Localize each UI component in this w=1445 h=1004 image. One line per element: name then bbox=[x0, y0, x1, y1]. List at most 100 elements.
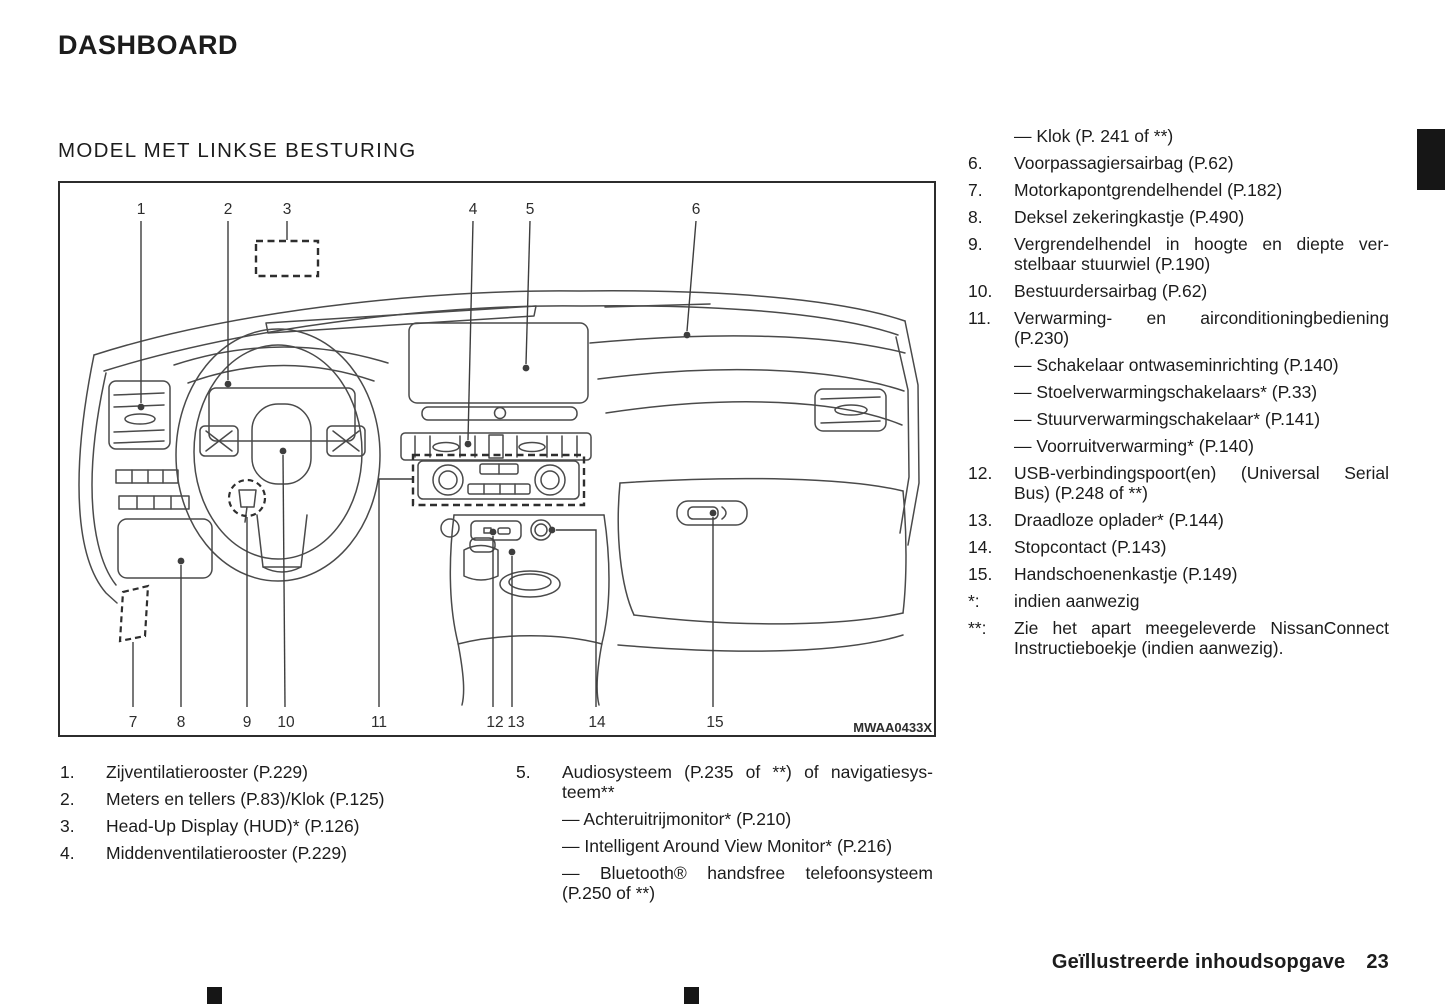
legend-item: — Stuurverwarmingschakelaar* (P.141) bbox=[968, 409, 1389, 429]
lower-dash-panels bbox=[115, 469, 213, 579]
dashboard-diagram: 1 2 3 4 5 6 7 8 9 10 11 12 13 14 15 MWAA… bbox=[78, 201, 933, 735]
item-text-line: — Stuurverwarmingschakelaar* (P.141) bbox=[1014, 409, 1321, 429]
item-text-line: — Intelligent Around View Monitor* (P.21… bbox=[562, 836, 893, 856]
item-text-line: Zijventilatierooster (P.229) bbox=[106, 762, 308, 782]
leader-dots bbox=[137, 331, 717, 565]
chapter-tab-marker bbox=[1417, 129, 1445, 190]
legend-item: 13. Draadloze oplader* (P.144) bbox=[968, 510, 1389, 530]
legend-item: — Achteruitrijmonitor* (P.210) bbox=[516, 809, 933, 829]
item-number: **: bbox=[968, 618, 987, 638]
legend-item: 6. Voorpassagiersairbag (P.62) bbox=[968, 153, 1389, 173]
callout-numbers: 1 2 3 4 5 6 7 8 9 10 11 12 13 14 15 MWAA… bbox=[129, 201, 933, 735]
item-number: *: bbox=[968, 591, 980, 611]
callout-number: 2 bbox=[224, 201, 233, 218]
page-title: DASHBOARD bbox=[58, 30, 238, 60]
callout-number: 7 bbox=[129, 714, 138, 731]
legend-item: 12. USB-verbindingspoort(en) (Universal … bbox=[968, 463, 1389, 503]
legend-item: — Voorruitverwarming* (P.140) bbox=[968, 436, 1389, 456]
glovebox bbox=[617, 477, 907, 625]
callout-number: 4 bbox=[469, 201, 478, 218]
callout-number: 11 bbox=[371, 714, 387, 731]
center-vent bbox=[400, 432, 592, 461]
item-text-line: indien aanwezig bbox=[1014, 591, 1140, 611]
climate-control-panel bbox=[417, 460, 580, 500]
legend-item: — Stoelverwarmingschakelaars* (P.33) bbox=[968, 382, 1389, 402]
hud-dashed-box bbox=[254, 239, 320, 278]
item-text-line: Draadloze oplader* (P.144) bbox=[1014, 510, 1224, 530]
item-text-line: Meters en tellers (P.83)/Klok (P.125) bbox=[106, 789, 385, 809]
footwell-dashed-box bbox=[118, 584, 150, 643]
callout-number: 6 bbox=[692, 201, 701, 218]
callout-number: 5 bbox=[526, 201, 535, 218]
callout-number: 12 bbox=[486, 714, 503, 731]
item-number: 15. bbox=[968, 564, 993, 584]
item-number: 4. bbox=[60, 843, 75, 863]
item-text-line: teem** bbox=[562, 782, 615, 802]
stalk-dashed-circle bbox=[227, 478, 267, 518]
legend-item: 4. Middenventilatierooster (P.229) bbox=[60, 843, 500, 863]
legend-note: *: indien aanwezig bbox=[968, 591, 1389, 611]
item-number: 5. bbox=[516, 762, 531, 782]
item-text-line: Instructieboekje (indien aanwezig). bbox=[1014, 638, 1284, 658]
legend-column-right: — Klok (P. 241 of **) 6. Voorpassagiersa… bbox=[968, 126, 1389, 665]
item-number: 13. bbox=[968, 510, 993, 530]
steering-wheel bbox=[175, 328, 381, 582]
print-registration-mark bbox=[207, 987, 222, 1004]
center-console bbox=[440, 514, 610, 706]
legend-item: 7. Motorkapontgrendelhendel (P.182) bbox=[968, 180, 1389, 200]
legend-item: 14. Stopcontact (P.143) bbox=[968, 537, 1389, 557]
item-text-line: Vergrendelhendel in hoogte en diepte ver… bbox=[1014, 234, 1389, 254]
dashboard-figure: 1 2 3 4 5 6 7 8 9 10 11 12 13 14 15 MWAA… bbox=[58, 181, 936, 737]
legend-item: 10. Bestuurdersairbag (P.62) bbox=[968, 281, 1389, 301]
item-number: 9. bbox=[968, 234, 983, 254]
footer-section-label: Geïllustreerde inhoudsopgave bbox=[1051, 951, 1346, 973]
item-number: 8. bbox=[968, 207, 983, 227]
leader-lines bbox=[132, 220, 714, 708]
item-text-line: — Achteruitrijmonitor* (P.210) bbox=[562, 809, 792, 829]
item-number: 1. bbox=[60, 762, 75, 782]
item-text-line: — Klok (P. 241 of **) bbox=[1014, 126, 1174, 146]
item-text-line: Bus) (P.248 of **) bbox=[1014, 483, 1148, 503]
usb-port-panel bbox=[470, 520, 522, 541]
item-text-line: Motorkapontgrendelhendel (P.182) bbox=[1014, 180, 1283, 200]
item-number: 14. bbox=[968, 537, 993, 557]
legend-column-middle: 5. Audiosysteem (P.235 of **) of navigat… bbox=[516, 762, 933, 910]
legend-item: 2. Meters en tellers (P.83)/Klok (P.125) bbox=[60, 789, 500, 809]
item-text-line: — Voorruitverwarming* (P.140) bbox=[1014, 436, 1254, 456]
legend-item: 9. Vergrendelhendel in hoogte en diepte … bbox=[968, 234, 1389, 274]
item-text-line: Zie het apart meegeleverde NissanConnect bbox=[1014, 618, 1389, 638]
section-heading: MODEL MET LINKSE BESTURING bbox=[58, 139, 417, 162]
item-number: 7. bbox=[968, 180, 983, 200]
legend-item: 15. Handschoenenkastje (P.149) bbox=[968, 564, 1389, 584]
item-text-line: Bestuurdersairbag (P.62) bbox=[1014, 281, 1208, 301]
legend-item: 1. Zijventilatierooster (P.229) bbox=[60, 762, 500, 782]
passenger-dash bbox=[589, 320, 920, 546]
defrost-vent-strip bbox=[265, 305, 537, 334]
dashboard-line-art bbox=[78, 290, 920, 706]
print-registration-mark bbox=[684, 987, 699, 1004]
item-text-line: Deksel zekeringkastje (P.490) bbox=[1014, 207, 1245, 227]
figure-code: MWAA0433X bbox=[853, 720, 932, 735]
item-text-line: Verwarming- en airconditioningbediening bbox=[1014, 308, 1389, 328]
item-text-line: — Stoelverwarmingschakelaars* (P.33) bbox=[1014, 382, 1318, 402]
page-number: 23 bbox=[1366, 951, 1389, 973]
legend-item: 5. Audiosysteem (P.235 of **) of navigat… bbox=[516, 762, 933, 802]
item-text-line: (P.250 of **) bbox=[562, 883, 656, 903]
item-text-line: stelbaar stuurwiel (P.190) bbox=[1014, 254, 1211, 274]
callout-number: 15 bbox=[706, 714, 723, 731]
side-vent bbox=[108, 380, 171, 450]
legend-item: 8. Deksel zekeringkastje (P.490) bbox=[968, 207, 1389, 227]
item-text-line: Handschoenenkastje (P.149) bbox=[1014, 564, 1238, 584]
glovebox-handle bbox=[676, 500, 748, 526]
item-text-line: — Schakelaar ontwaseminrichting (P.140) bbox=[1014, 355, 1339, 375]
power-outlet bbox=[530, 519, 552, 541]
item-text-line: USB-verbindingspoort(en) (Universal Seri… bbox=[1014, 463, 1389, 483]
dashed-highlights bbox=[118, 239, 586, 643]
infotainment-screen bbox=[408, 322, 589, 421]
legend-item: — Schakelaar ontwaseminrichting (P.140) bbox=[968, 355, 1389, 375]
legend-item: — Bluetooth® handsfree telefoonsysteem (… bbox=[516, 863, 933, 903]
item-text-line: Head-Up Display (HUD)* (P.126) bbox=[106, 816, 360, 836]
callout-number: 3 bbox=[283, 201, 292, 218]
item-number: 12. bbox=[968, 463, 993, 483]
